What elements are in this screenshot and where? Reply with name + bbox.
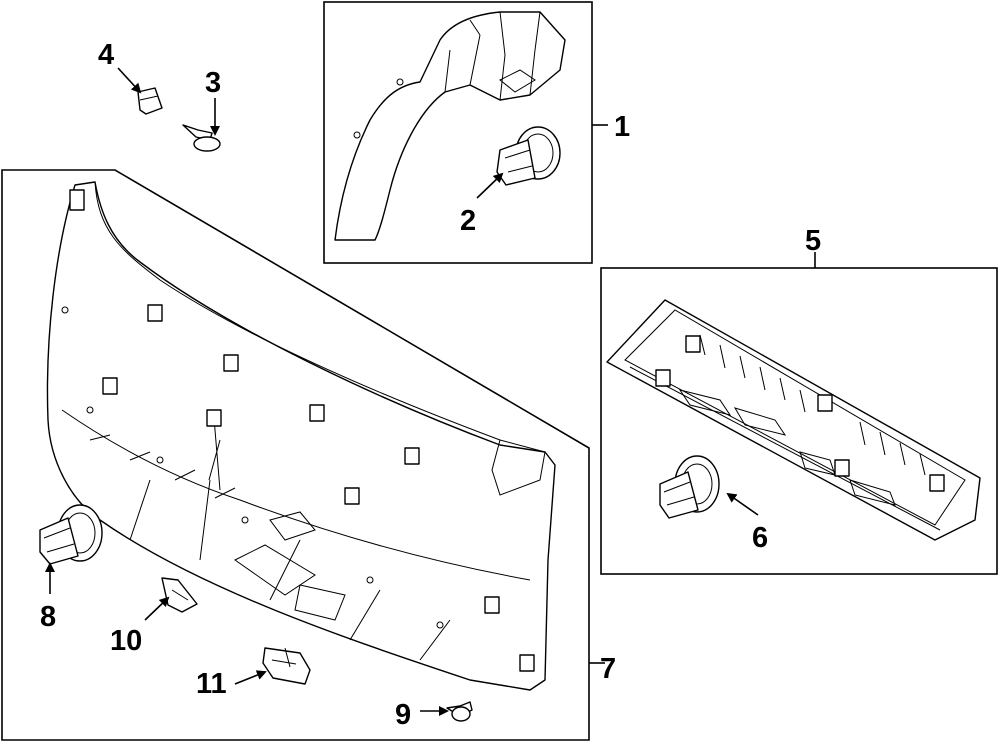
screw-part-3 bbox=[182, 124, 221, 152]
leader-10 bbox=[144, 596, 170, 621]
leader-4 bbox=[117, 67, 142, 94]
push-pin-part-4 bbox=[137, 87, 163, 115]
clip-part-8 bbox=[39, 504, 103, 565]
callout-4: 4 bbox=[98, 39, 114, 71]
callout-7: 7 bbox=[600, 653, 616, 685]
leader-11 bbox=[234, 670, 267, 685]
callout-3: 3 bbox=[205, 67, 221, 99]
clip-part-2 bbox=[496, 126, 561, 186]
box-part-5 bbox=[600, 267, 998, 575]
bracket-part-11 bbox=[262, 647, 311, 685]
callout-2: 2 bbox=[460, 205, 476, 237]
box-part-1 bbox=[323, 1, 593, 264]
callout-5: 5 bbox=[805, 225, 821, 257]
leader-6 bbox=[726, 492, 759, 516]
callout-1: 1 bbox=[614, 111, 630, 143]
callout-8: 8 bbox=[40, 601, 56, 633]
retainer-part-10 bbox=[161, 577, 198, 613]
upper-trim-part-5 bbox=[606, 299, 981, 541]
callout-labels: 1 2 3 4 5 6 7 8 9 10 11 bbox=[40, 39, 821, 731]
callout-11: 11 bbox=[196, 668, 227, 700]
clip-part-6 bbox=[659, 455, 720, 519]
leader-2 bbox=[476, 172, 504, 199]
pillar-trim-part-1 bbox=[334, 11, 566, 241]
callout-9: 9 bbox=[395, 699, 411, 731]
screw-part-9 bbox=[446, 701, 473, 722]
box-part-7 bbox=[1, 169, 590, 741]
callout-10: 10 bbox=[110, 625, 142, 657]
callout-6: 6 bbox=[752, 522, 768, 554]
leader-lines bbox=[45, 67, 816, 716]
gate-trim-panel-part-7 bbox=[46, 181, 556, 691]
